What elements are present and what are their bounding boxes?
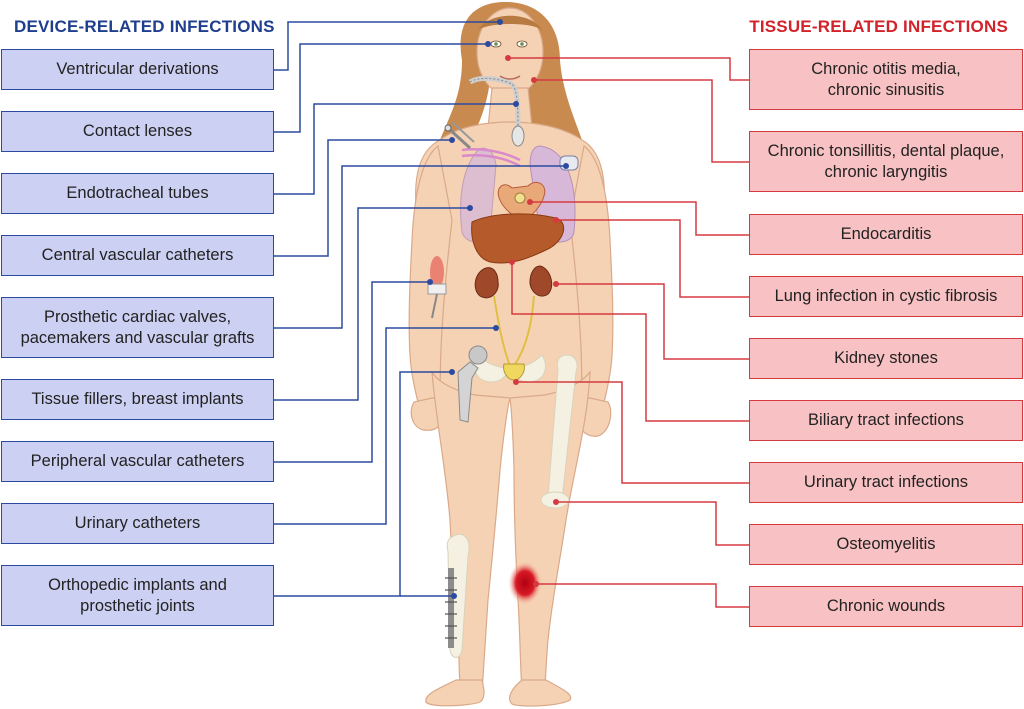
bone-plate-icon [445,568,457,648]
chronic-wound-icon [508,561,542,605]
device-box-ventricular-derivations: Ventricular derivations [1,49,274,90]
body-silhouette [408,7,614,707]
urinary-tract [493,295,535,367]
hip-implant-icon [457,345,488,423]
device-leader-lines [274,21,566,597]
tissue-box-tonsillitis-laryngitis: Chronic tonsillitis, dental plaque, chro… [749,131,1023,192]
endotracheal-tube-icon [468,75,525,147]
device-leader-dots [427,19,569,599]
tissue-box-biliary-tract: Biliary tract infections [749,400,1023,441]
liver [471,213,565,264]
device-box-tissue-fillers: Tissue fillers, breast implants [1,379,274,420]
device-box-peripheral-vascular-catheters: Peripheral vascular catheters [1,441,274,482]
tissue-heading: TISSUE-RELATED INFECTIONS [749,17,1008,36]
tissue-box-osteomyelitis: Osteomyelitis [749,524,1023,565]
tissue-box-kidney-stones: Kidney stones [749,338,1023,379]
tissue-leader-lines [508,57,749,608]
heart-valve-icon [514,192,526,204]
device-box-contact-lenses: Contact lenses [1,111,274,152]
device-box-endotracheal-tubes: Endotracheal tubes [1,173,274,214]
peripheral-catheter-icon [427,256,447,319]
central-catheter-icon [444,121,475,150]
device-box-urinary-catheters: Urinary catheters [1,503,274,544]
device-box-orthopedic-implants: Orthopedic implants and prosthetic joint… [1,565,274,626]
hair-front [478,15,542,30]
tissue-box-otitis-sinusitis: Chronic otitis media, chronic sinusitis [749,49,1023,110]
pacemaker-icon [559,155,579,171]
tissue-box-chronic-wounds: Chronic wounds [749,586,1023,627]
tissue-box-urinary-tract: Urinary tract infections [749,462,1023,503]
device-heading: DEVICE-RELATED INFECTIONS [14,17,275,36]
tissue-box-endocarditis: Endocarditis [749,214,1023,255]
kidney-right [529,265,553,297]
tissue-leader-dots [505,55,559,587]
blood-vessels [461,148,521,168]
device-box-prosthetic-cardiac-valves: Prosthetic cardiac valves, pacemakers an… [1,297,274,358]
device-box-central-vascular-catheters: Central vascular catheters [1,235,274,276]
kidney-left [474,267,499,299]
tissue-box-cystic-fibrosis: Lung infection in cystic fibrosis [749,276,1023,317]
